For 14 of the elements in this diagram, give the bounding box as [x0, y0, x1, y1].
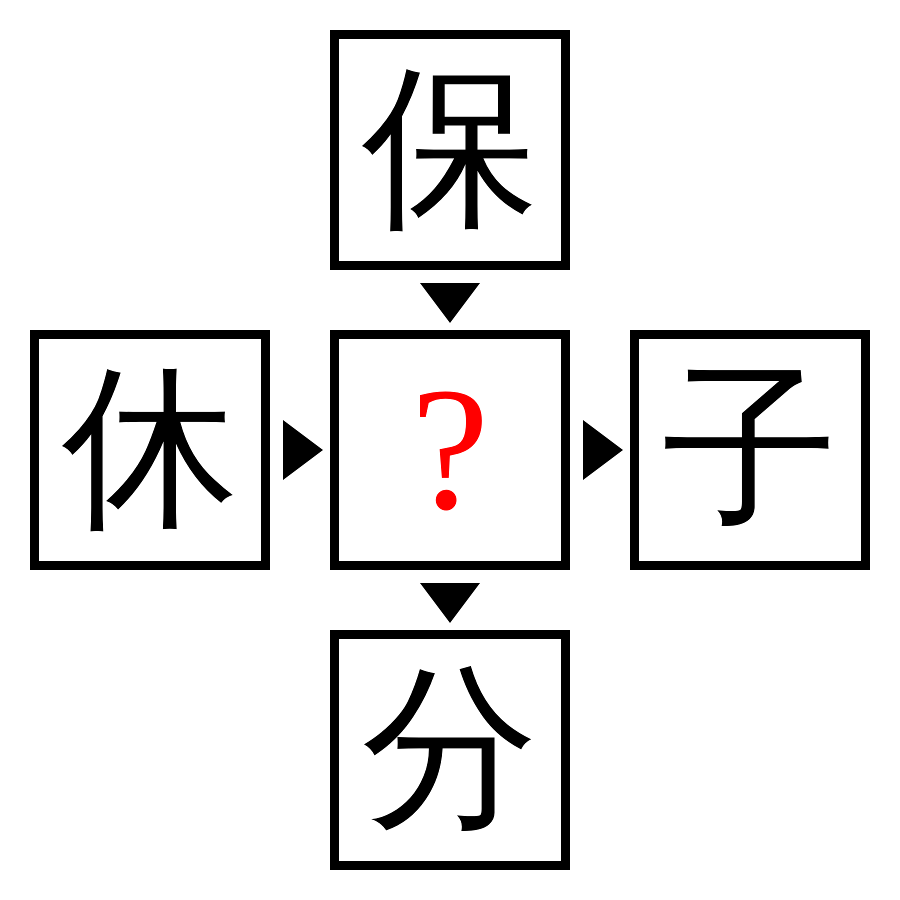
arrow [420, 583, 480, 623]
kanji-character: 分 [362, 662, 538, 838]
character-box [30, 330, 270, 570]
kanji-character: 休 [62, 362, 238, 538]
kanji-character: 子 [662, 362, 838, 538]
arrow [283, 420, 323, 480]
arrow [583, 420, 623, 480]
character-box [630, 330, 870, 570]
character-box [330, 30, 570, 270]
character-box [330, 630, 570, 870]
character-box [330, 330, 570, 570]
question-mark: ? [410, 362, 490, 538]
kanji-character: 保 [362, 62, 538, 238]
arrow [420, 283, 480, 323]
